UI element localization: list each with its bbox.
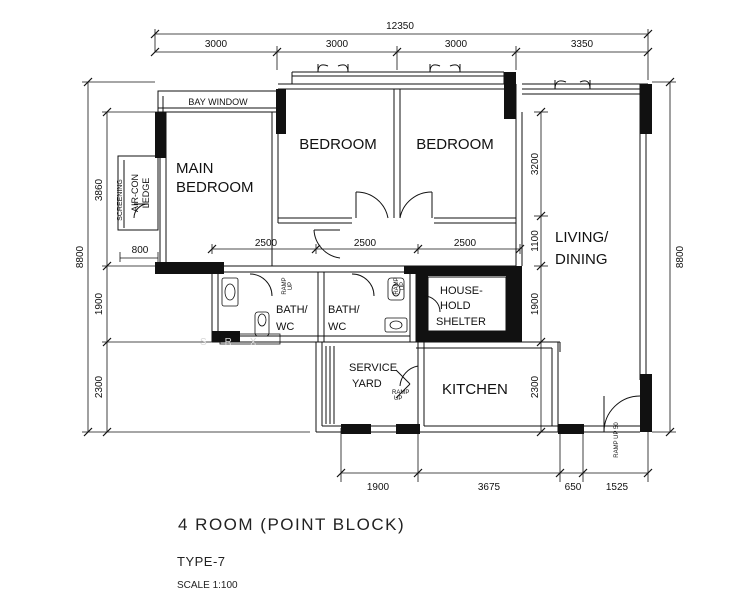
label-shelter-line3: SHELTER [436,316,486,328]
label-kitchen: KITCHEN [442,381,508,398]
fixtures [219,277,408,345]
plan-title: 4 ROOM (POINT BLOCK) [178,515,406,534]
dim-total-width: 12350 [386,21,414,32]
dim-bottom-4: 1525 [606,482,629,493]
dim-bottom-2: 3675 [478,482,501,493]
label-bath1-line1: BATH/ [276,304,309,316]
windows [292,64,640,95]
ramp-label-bath1: RAMP [282,277,288,294]
ramp-up-label-yard: UP [394,396,402,402]
dim-right-total: 8800 [675,245,686,268]
label-bay-window: BAY WINDOW [188,97,248,107]
label-shelter-line1: HOUSE- [440,285,483,297]
plan-scale: SCALE 1:100 [177,580,238,591]
dim-left-3: 2300 [94,375,105,398]
dim-left-2: 1900 [94,292,105,315]
label-aircon-line2: LEDGE [141,178,151,209]
dim-mid-3: 2500 [454,238,477,249]
label-living-line2: DINING [555,251,608,268]
room-labels: BAY WINDOW BEDROOM BEDROOM MAIN BEDROOM … [117,97,609,398]
label-screening: SCREENING [117,179,124,221]
dim-mid-2: 2500 [354,238,377,249]
doors [133,191,641,433]
dim-left-1: 3860 [94,178,105,201]
dim-right-1: 3200 [530,152,541,175]
dim-ledge-width: 800 [132,245,149,256]
dim-right-3: 1900 [530,292,541,315]
dim-top-4: 3350 [571,39,594,50]
plan-type: TYPE-7 [177,554,226,569]
label-main-bedroom-line2: BEDROOM [176,179,254,196]
ramp-label-yard: RAMP [392,390,409,396]
label-shelter-line2: HOLD [440,300,471,312]
label-bedroom-2: BEDROOM [416,136,494,153]
ramp-up-label-bath1: UP [288,282,294,290]
dim-bottom-1: 1900 [367,482,390,493]
dim-top-1: 3000 [205,39,228,50]
label-main-bedroom-line1: MAIN [176,160,214,177]
label-service-line2: YARD [352,378,382,390]
dim-bottom-3: 650 [565,482,582,493]
label-bedroom-1: BEDROOM [299,136,377,153]
ramp-label-entrance: RAMP UP 50 [614,422,620,458]
dim-top-2: 3000 [326,39,349,50]
label-service-line1: SERVICE [349,362,397,374]
label-bath1-line2: WC [276,321,294,333]
label-bath2-line1: BATH/ [328,304,361,316]
dimension-labels: 12350 3000 3000 3000 3350 8800 3860 1900… [75,21,686,493]
watermark: SRX [200,337,275,348]
dim-right-4: 2300 [530,375,541,398]
label-living-line1: LIVING/ [555,229,609,246]
dim-mid-1: 2500 [255,238,278,249]
label-aircon-line1: AIR-CON [130,174,140,212]
label-bath2-line2: WC [328,321,346,333]
dim-left-total: 8800 [75,245,86,268]
ramp-labels: RAMP UP RAMP UP RAMP UP RAMP UP 50 [282,277,620,457]
ramp-label-bath2: RAMP [394,277,400,294]
dim-right-2: 1100 [530,230,541,252]
ramp-up-label-bath2: UP [400,282,406,290]
dim-top-3: 3000 [445,39,468,50]
structural-columns [155,72,652,434]
